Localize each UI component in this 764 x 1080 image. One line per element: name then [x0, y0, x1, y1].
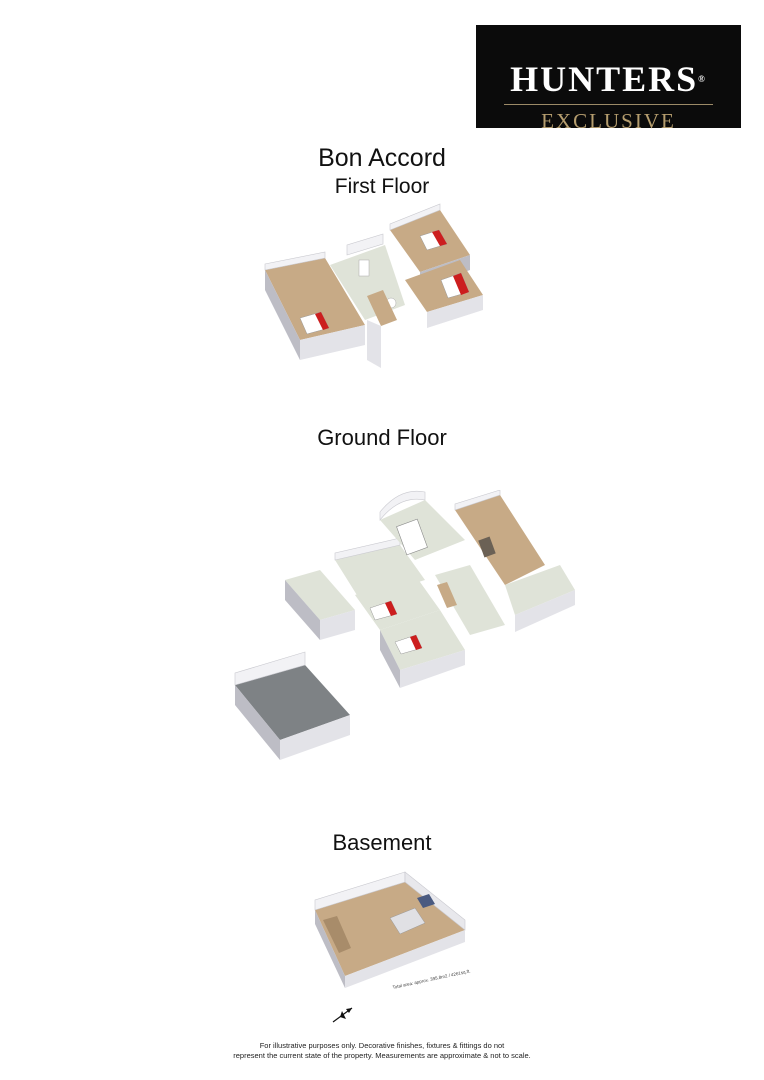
utility-floor: [285, 570, 355, 620]
dining-bay-wall: [379, 490, 426, 521]
bedroom-b-side-wall: [380, 630, 400, 688]
basement-furniture-icon: [417, 894, 435, 908]
ground-bedroom-b-floor: [380, 610, 465, 670]
basement-side-wall: [315, 910, 345, 988]
bed-a-cover-icon: [385, 601, 397, 616]
stair-landing-floor: [367, 290, 397, 326]
bedroom-3-wall: [427, 295, 483, 328]
garage-front-wall: [280, 715, 350, 760]
disclaimer-line-1: For illustrative purposes only. Decorati…: [259, 1041, 505, 1050]
basement-stairs-icon: [323, 916, 351, 953]
bedroom-2-back-wall: [389, 203, 441, 231]
living-room-floor: [455, 495, 545, 585]
master-bedroom-floor: [265, 258, 365, 340]
logo-divider: [504, 104, 713, 105]
bedroom-b-front-wall: [400, 650, 465, 688]
garage-back-wall: [234, 651, 306, 686]
first-floor-plan: [264, 203, 483, 368]
disclaimer-line-2: represent the current state of the prope…: [233, 1051, 531, 1060]
ground-floor-heading: Ground Floor: [317, 425, 447, 450]
basement-plan: [314, 871, 466, 988]
master-bedroom-back-wall: [264, 251, 326, 271]
bed-2-cover-icon: [432, 230, 447, 246]
hunters-exclusive-logo: HUNTERS® EXCLUSIVE: [476, 25, 741, 132]
sofa-icon: [389, 907, 426, 935]
coffee-table-icon: [478, 536, 496, 558]
master-bedroom-wall: [265, 270, 300, 360]
basement-heading: Basement: [332, 830, 432, 855]
study-wall: [515, 590, 575, 632]
staircase-icon: [437, 582, 457, 608]
bed-3-cover-icon: [453, 273, 469, 295]
hallway-floor: [435, 565, 505, 635]
property-title: Bon Accord: [318, 144, 446, 172]
bed-cover-icon: [315, 312, 329, 330]
master-bedroom-wall-front: [300, 325, 365, 360]
stairwell-wall: [367, 320, 381, 368]
bed-b-cover-icon: [410, 635, 422, 650]
study-floor: [505, 565, 575, 615]
bathroom-back-wall: [346, 233, 384, 256]
basement-right-wall: [404, 871, 466, 931]
compass-arrow-icon: [332, 1007, 353, 1023]
logo-brand: HUNTERS®: [510, 59, 707, 99]
utility-front-wall: [320, 610, 355, 640]
dining-floor: [380, 500, 465, 560]
garage-floor: [235, 665, 350, 740]
ground-floor-plan: [234, 490, 575, 760]
basement-front-wall: [345, 930, 465, 988]
garage-side-wall: [235, 685, 280, 760]
logo-subtitle: EXCLUSIVE: [541, 109, 676, 133]
bathtub-icon: [358, 259, 370, 277]
first-floor-heading: First Floor: [334, 175, 430, 198]
utility-wall: [285, 580, 320, 640]
living-room-back-wall: [454, 490, 501, 511]
dining-table-icon: [396, 518, 428, 556]
